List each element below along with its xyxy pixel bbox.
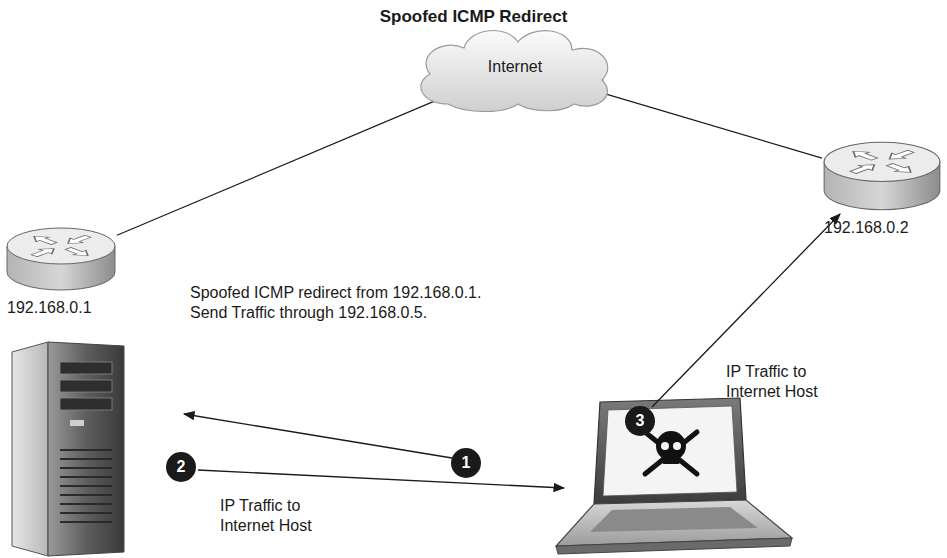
laptop-lid bbox=[594, 398, 746, 504]
ip-address: 192.168.0.2 bbox=[824, 219, 909, 236]
keyboard bbox=[590, 507, 758, 532]
traffic-label: IP Traffic to Internet Host bbox=[726, 362, 838, 402]
vent-slot bbox=[60, 476, 112, 478]
router-arrow bbox=[846, 149, 881, 162]
server-side bbox=[12, 342, 48, 556]
cloud-shape bbox=[421, 31, 608, 112]
laptop-edge bbox=[556, 538, 792, 554]
router-arrows bbox=[846, 149, 917, 175]
router-icon bbox=[5, 226, 117, 292]
traffic-arrow bbox=[652, 214, 840, 407]
crossbone bbox=[645, 432, 697, 474]
vent-slot bbox=[60, 449, 112, 451]
drive-bay bbox=[60, 380, 112, 392]
router-arrows bbox=[28, 234, 94, 258]
callout-number: 3 bbox=[625, 406, 655, 436]
vent-slot bbox=[60, 521, 112, 523]
vent-slot bbox=[60, 503, 112, 505]
router-top bbox=[7, 228, 115, 264]
router-top bbox=[824, 142, 940, 181]
router-arrow bbox=[846, 162, 881, 175]
drive-bay bbox=[60, 362, 112, 374]
network-link bbox=[117, 96, 446, 235]
eye bbox=[661, 442, 669, 450]
router-arrow bbox=[28, 246, 61, 258]
router-node: 192.168.0.1 bbox=[5, 226, 117, 292]
network-link bbox=[594, 91, 822, 159]
internet-cloud: Internet bbox=[410, 22, 620, 112]
traffic-arrow bbox=[198, 470, 564, 488]
router-icon bbox=[822, 140, 942, 212]
laptop-screen bbox=[603, 406, 737, 496]
router-arrow bbox=[28, 234, 61, 246]
eye bbox=[673, 442, 681, 450]
router-arrow bbox=[62, 234, 95, 246]
drive-bay bbox=[60, 398, 112, 410]
server-tower bbox=[12, 342, 124, 556]
server-front bbox=[48, 342, 124, 556]
attacker-laptop bbox=[556, 398, 792, 554]
cloud-label: Internet bbox=[488, 57, 542, 76]
callout-note: Spoofed ICMP redirect from 192.168.0.1. … bbox=[190, 283, 500, 323]
callout-number: 2 bbox=[166, 452, 196, 482]
vent-slot bbox=[60, 512, 112, 514]
text-holder: 192.168.0.2 bbox=[824, 218, 909, 238]
router-arrow bbox=[62, 246, 95, 258]
skull-icon bbox=[645, 431, 697, 474]
ip-address: 192.168.0.1 bbox=[7, 299, 92, 316]
redirect-arrow bbox=[184, 414, 452, 458]
callout-number: 1 bbox=[451, 448, 481, 478]
diagram-title: Spoofed ICMP Redirect bbox=[0, 7, 947, 27]
text-holder: 192.168.0.1 bbox=[7, 298, 92, 318]
vent-slot bbox=[60, 494, 112, 496]
text-holder: Internet bbox=[410, 22, 620, 112]
vent-slot bbox=[60, 458, 112, 460]
router-node: 192.168.0.2 bbox=[822, 140, 942, 212]
vent-slot bbox=[60, 467, 112, 469]
power-light bbox=[70, 420, 84, 426]
server-vents bbox=[60, 450, 112, 522]
traffic-label: IP Traffic to Internet Host bbox=[220, 496, 332, 536]
jaw bbox=[662, 455, 680, 464]
router-arrow bbox=[883, 162, 918, 175]
crossbone bbox=[645, 432, 697, 474]
vent-slot bbox=[60, 485, 112, 487]
router-arrow bbox=[883, 149, 918, 162]
